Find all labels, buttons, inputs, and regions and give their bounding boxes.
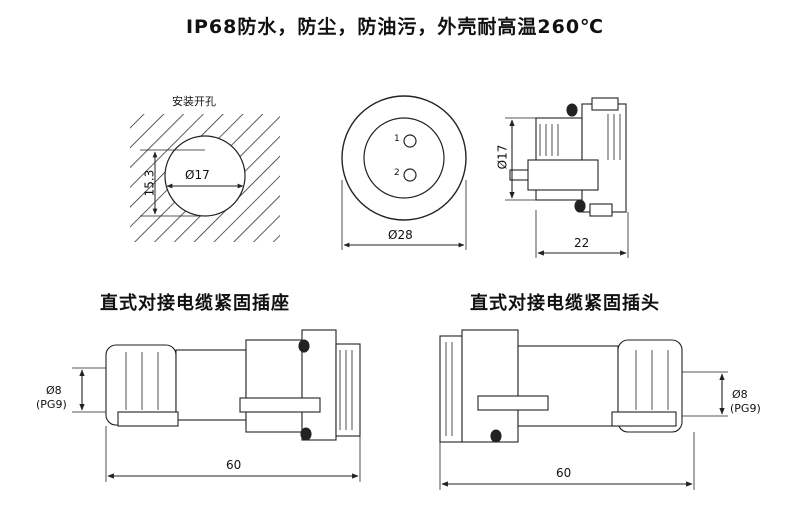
- side-view-drawing: [505, 97, 629, 258]
- mount-hole-label: 安装开孔: [172, 95, 216, 108]
- plug-drawing: [439, 329, 728, 490]
- front-view-diameter: Ø28: [388, 228, 413, 242]
- socket-length: 60: [226, 458, 242, 472]
- mount-hole-diameter: Ø17: [185, 168, 210, 182]
- plug-title: 直式对接电缆紧固插头: [470, 293, 660, 314]
- side-view-diameter: Ø17: [495, 144, 510, 170]
- plug-cable-spec: (PG9): [730, 402, 761, 415]
- side-view-length: 22: [574, 236, 590, 250]
- pin-2-label: 2: [394, 168, 400, 178]
- socket-cable-diameter: Ø8: [46, 384, 62, 397]
- plug-cable-diameter: Ø8: [732, 388, 748, 401]
- page-title: IP68防水，防尘，防油污，外壳耐高温260℃: [185, 16, 605, 38]
- plug-length: 60: [556, 466, 572, 480]
- socket-drawing: [72, 329, 361, 482]
- socket-cable-spec: (PG9): [36, 398, 67, 411]
- socket-title: 直式对接电缆紧固插座: [100, 293, 290, 314]
- pin-1-label: 1: [394, 134, 400, 144]
- front-view-drawing: [341, 95, 467, 250]
- mount-hole-height: 15.3: [142, 169, 157, 197]
- mount-hole-drawing: [130, 114, 280, 242]
